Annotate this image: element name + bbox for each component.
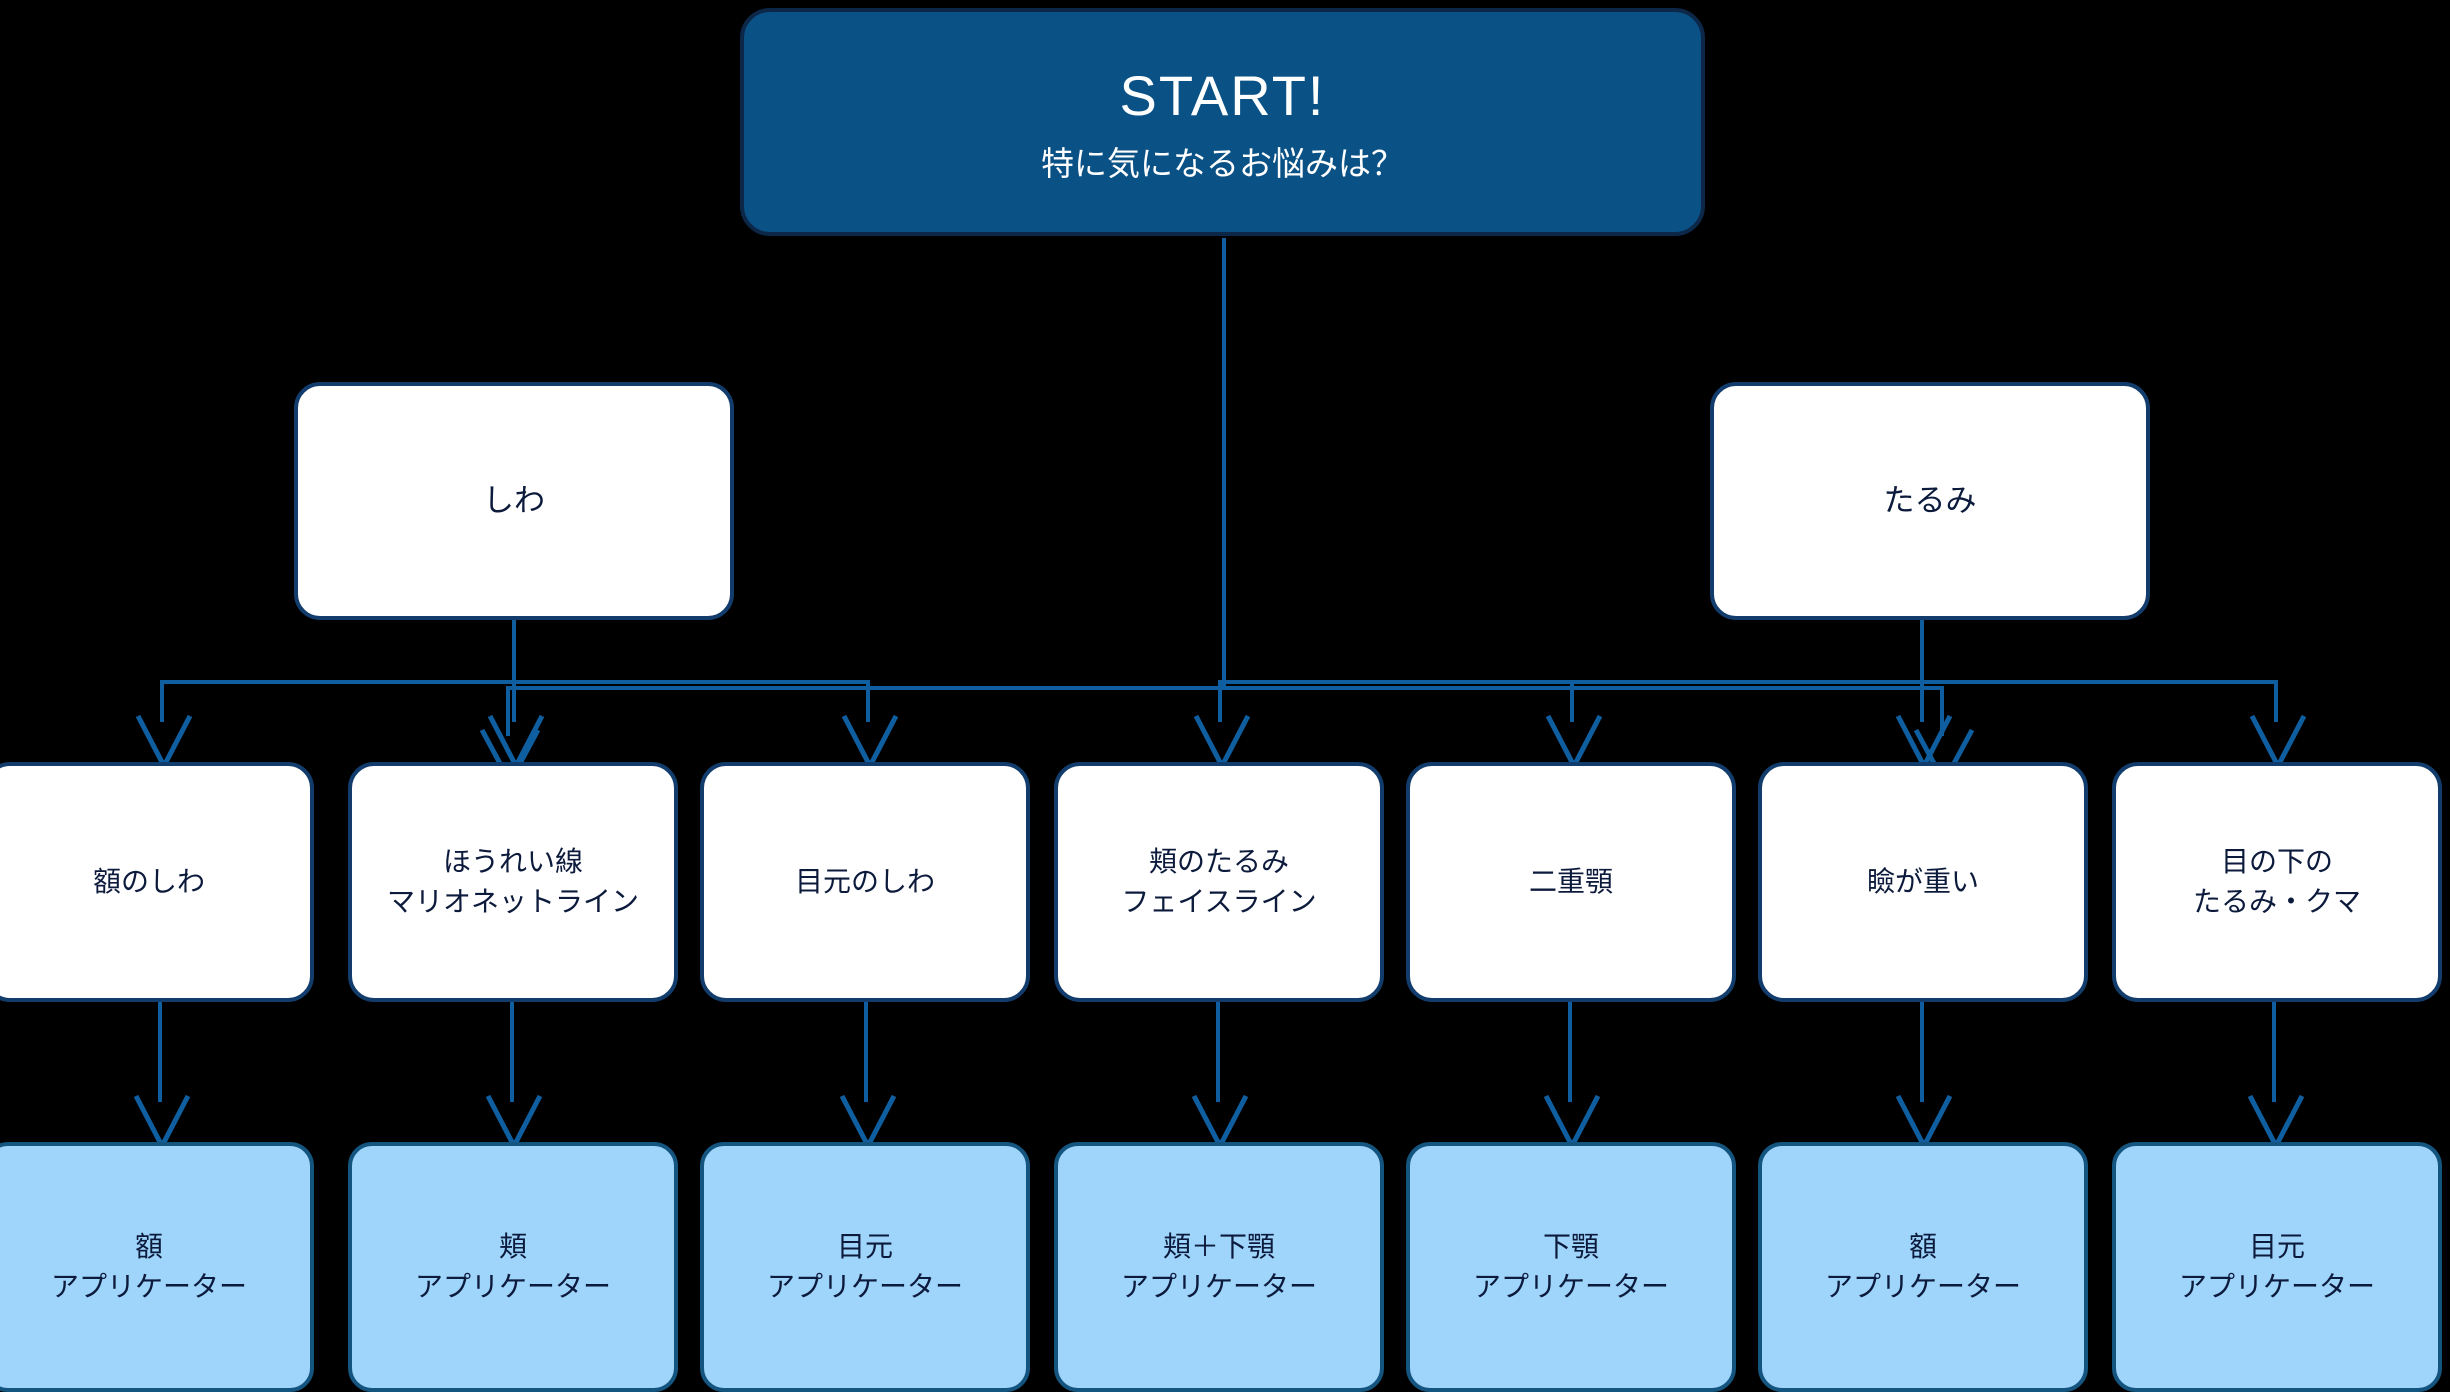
connector-l3-l4-2: [510, 1002, 514, 1102]
connector-shiwa-trunk: [512, 620, 516, 684]
connector-l3-l4-6: [1920, 1002, 1924, 1102]
node-l4-1[interactable]: 額 アプリケーター: [0, 1142, 323, 1392]
node-l3-3[interactable]: 目元のしわ: [700, 762, 1039, 1011]
node-l4-4-line1: 頬＋下顎: [1162, 1231, 1275, 1263]
connector-tarumi-trunk: [1920, 620, 1924, 684]
node-l4-6-line1: 額: [1908, 1231, 1937, 1263]
node-l4-3[interactable]: 目元 アプリケーター: [700, 1142, 1039, 1392]
node-tarumi[interactable]: たるみ: [1710, 382, 2159, 629]
node-l3-7-line2: たるみ・クマ: [2192, 886, 2361, 917]
node-l3-3-line1: 目元のしわ: [794, 866, 935, 898]
node-l3-2-line2: マリオネットライン: [386, 886, 639, 917]
node-l3-2-line1: ほうれい線: [442, 846, 583, 878]
node-tarumi-label: たるみ: [1883, 482, 1977, 518]
node-l4-7-line2: アプリケーター: [2178, 1271, 2375, 1302]
node-l4-4[interactable]: 頬＋下顎 アプリケーター: [1054, 1142, 1393, 1392]
node-l3-6[interactable]: 瞼が重い: [1758, 762, 2097, 1011]
node-l4-5-line2: アプリケーター: [1472, 1271, 1669, 1302]
node-l4-7-line1: 目元: [2248, 1231, 2305, 1263]
connector-tarumi-drop-2: [1570, 680, 1574, 722]
node-l3-6-line1: 瞼が重い: [1866, 866, 1979, 898]
node-l3-5-line1: 二重顎: [1528, 866, 1613, 898]
node-l4-1-line2: アプリケーター: [50, 1271, 247, 1302]
node-l4-3-line2: アプリケーター: [766, 1271, 963, 1302]
connector-l3-l4-3: [864, 1002, 868, 1102]
node-l3-7-line1: 目の下の: [2220, 846, 2333, 878]
node-l3-5[interactable]: 二重顎: [1406, 762, 1745, 1011]
node-l3-4-line2: フェイスライン: [1121, 886, 1317, 917]
connector-shiwa-center-drop: [512, 680, 516, 722]
node-l3-7[interactable]: 目の下の たるみ・クマ: [2112, 762, 2450, 1011]
node-l3-1[interactable]: 額のしわ: [0, 762, 323, 1011]
connector-l3-l4-1: [158, 1002, 162, 1102]
node-l4-6[interactable]: 額 アプリケーター: [1758, 1142, 2097, 1392]
start-subline: 特に気になるお悩みは？: [1041, 145, 1404, 183]
node-shiwa-label: しわ: [483, 482, 545, 518]
node-l4-2-line1: 頬: [498, 1231, 527, 1263]
connector-tarumi-bus: [1218, 680, 2278, 684]
connector-start-trunk: [1222, 238, 1226, 690]
node-l4-6-line2: アプリケーター: [1824, 1271, 2021, 1302]
connector-start-to-tarumi: [1940, 686, 1944, 736]
connector-start-bus: [506, 686, 1944, 690]
node-l3-1-line1: 額のしわ: [92, 866, 205, 898]
node-l4-4-line2: アプリケーター: [1120, 1271, 1317, 1302]
node-l3-4[interactable]: 頬のたるみ フェイスライン: [1054, 762, 1393, 1011]
connector-l3-l4-5: [1568, 1002, 1572, 1102]
connector-tarumi-drop-4: [2274, 680, 2278, 722]
node-shiwa[interactable]: しわ: [294, 382, 743, 629]
node-l3-4-line1: 頬のたるみ: [1148, 846, 1289, 878]
connector-tarumi-drop-3: [1920, 680, 1924, 722]
connector-l3-l4-7: [2272, 1002, 2276, 1102]
node-l4-2-line2: アプリケーター: [414, 1271, 611, 1302]
node-l4-7[interactable]: 目元 アプリケーター: [2112, 1142, 2450, 1392]
connector-shiwa-left-drop: [160, 680, 164, 722]
node-l4-2[interactable]: 頬 アプリケーター: [348, 1142, 687, 1392]
node-l4-5-line1: 下顎: [1542, 1231, 1599, 1263]
node-l3-2[interactable]: ほうれい線 マリオネットライン: [348, 762, 687, 1011]
connector-shiwa-right-drop: [866, 680, 870, 722]
node-l4-3-line1: 目元: [836, 1231, 893, 1263]
connector-l3-l4-4: [1216, 1002, 1220, 1102]
connector-tarumi-drop-1: [1218, 680, 1222, 722]
connector-start-to-shiwa: [506, 686, 510, 736]
start-headline: START!: [1119, 63, 1326, 127]
node-start[interactable]: START! 特に気になるお悩みは？: [740, 8, 1714, 245]
node-l4-1-line1: 額: [134, 1231, 163, 1263]
node-l4-5[interactable]: 下顎 アプリケーター: [1406, 1142, 1745, 1392]
